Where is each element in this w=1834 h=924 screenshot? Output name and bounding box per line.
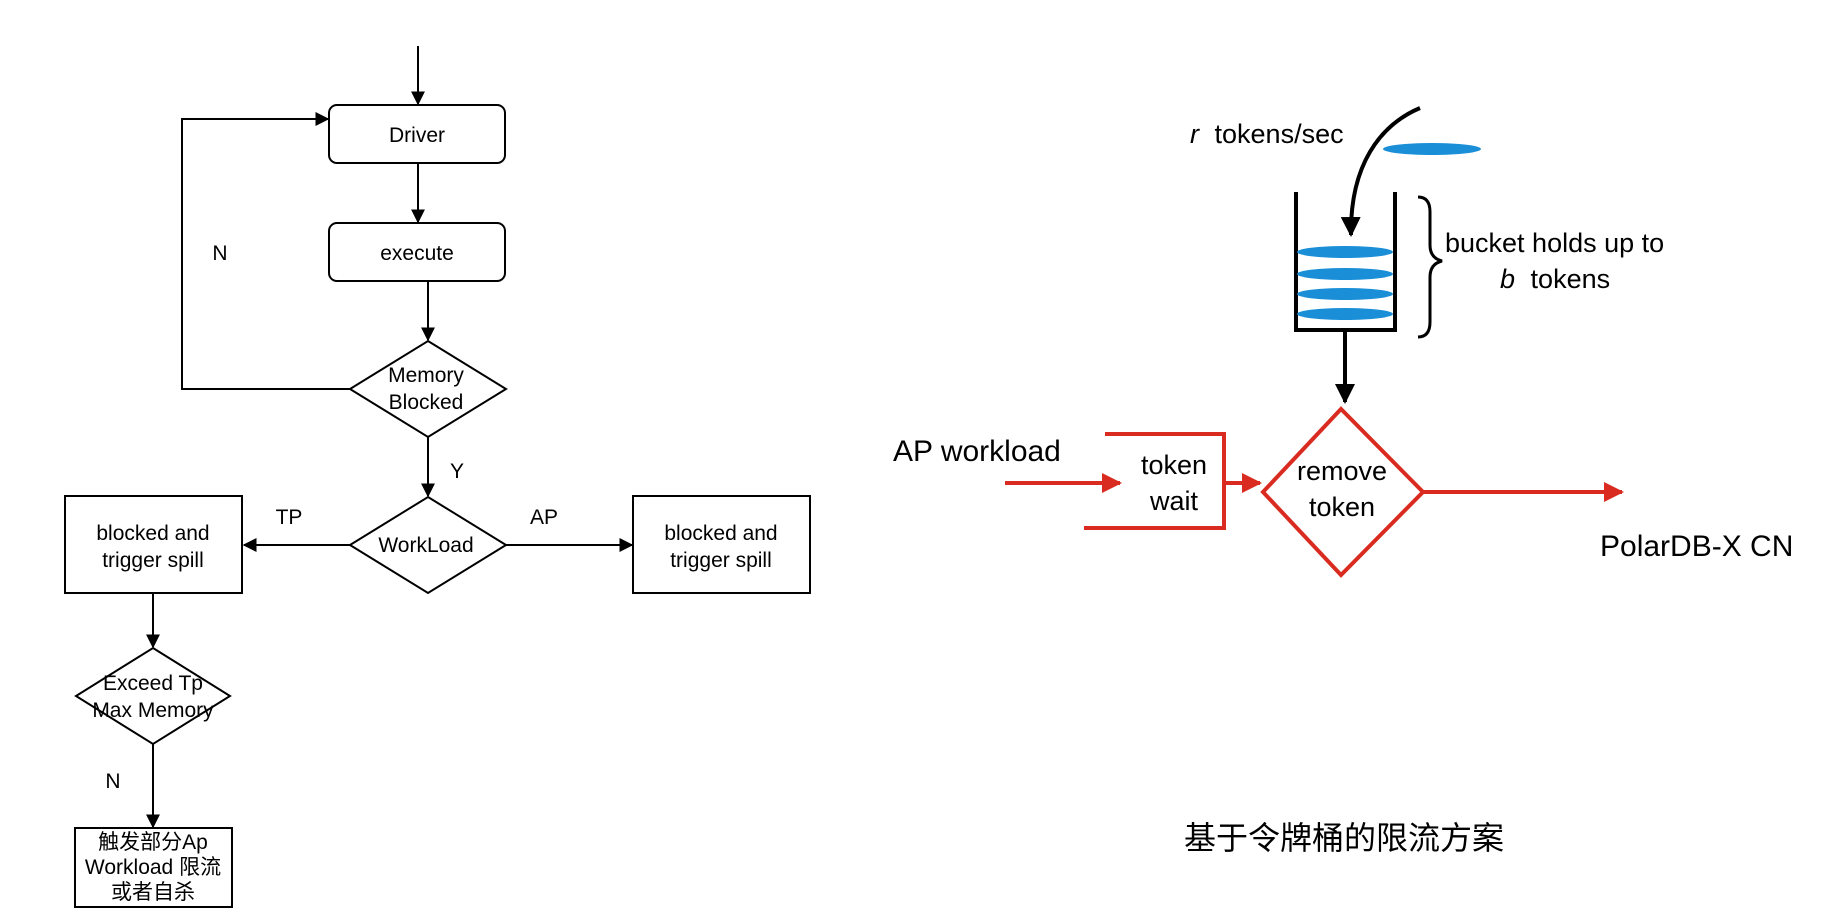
remove-token-line-1: remove — [1297, 456, 1387, 486]
bucket-token — [1297, 308, 1393, 320]
y-label: Y — [450, 460, 464, 483]
remove-token-diamond — [1260, 406, 1426, 578]
bucket-brace — [1417, 195, 1443, 339]
bucket-label-symbol: b — [1500, 264, 1515, 294]
exceed-line-2: Max Memory — [92, 699, 214, 722]
flowchart-text: Driver execute Memory Blocked N Y WorkLo… — [85, 124, 778, 904]
rate-arrow — [1340, 106, 1421, 237]
bucket-label-tokens: tokens — [1531, 264, 1611, 294]
trigger-line-1: 触发部分Ap — [98, 831, 208, 854]
memory-blocked-diamond — [348, 339, 508, 439]
remove-token-line-2: token — [1309, 492, 1375, 522]
incoming-token — [1383, 143, 1481, 155]
exceed-n-label: N — [105, 770, 120, 793]
memory-label-2: Blocked — [389, 391, 464, 414]
execute-box — [328, 222, 506, 282]
bucket-token — [1297, 246, 1393, 258]
blocked-right-line-2: trigger spill — [670, 549, 772, 572]
flowchart — [64, 46, 811, 908]
trigger-box — [74, 827, 233, 908]
execute-label: execute — [380, 242, 454, 265]
loop-n-label: N — [212, 242, 227, 265]
driver-label: Driver — [389, 124, 445, 147]
svg-text:b tokens: b tokens — [1500, 264, 1610, 294]
token-bucket-diagram: r tokens/sec bucket holds up to b tokens… — [893, 106, 1793, 856]
trigger-line-2: Workload 限流 — [85, 856, 221, 879]
memory-label-1: Memory — [388, 364, 464, 387]
workload-label: WorkLoad — [378, 534, 473, 557]
ap-workload-label: AP workload — [893, 435, 1061, 468]
rate-symbol: r — [1190, 119, 1200, 149]
blocked-right-box — [632, 495, 811, 594]
bucket-token — [1297, 268, 1393, 280]
token-wait-line-1: token — [1141, 450, 1207, 480]
blocked-left-line-1: blocked and — [96, 522, 209, 545]
bucket-token — [1297, 288, 1393, 300]
svg-text:r tokens/sec: r tokens/sec — [1190, 119, 1344, 149]
destination-label: PolarDB-X CN — [1600, 530, 1793, 563]
tp-label: TP — [276, 506, 303, 529]
blocked-right-line-1: blocked and — [664, 522, 777, 545]
blocked-left-line-2: trigger spill — [102, 549, 204, 572]
token-wait-line-2: wait — [1149, 486, 1199, 516]
trigger-line-3: 或者自杀 — [111, 881, 195, 904]
workload-diamond — [348, 495, 508, 595]
bucket-label-line-1: bucket holds up to — [1445, 228, 1664, 258]
ap-label: AP — [530, 506, 558, 529]
rate-text: tokens/sec — [1215, 119, 1344, 149]
exceed-diamond — [74, 646, 232, 746]
loop-back-arrow — [181, 112, 350, 390]
caption: 基于令牌桶的限流方案 — [1184, 820, 1504, 856]
exceed-line-1: Exceed Tp — [103, 672, 203, 695]
